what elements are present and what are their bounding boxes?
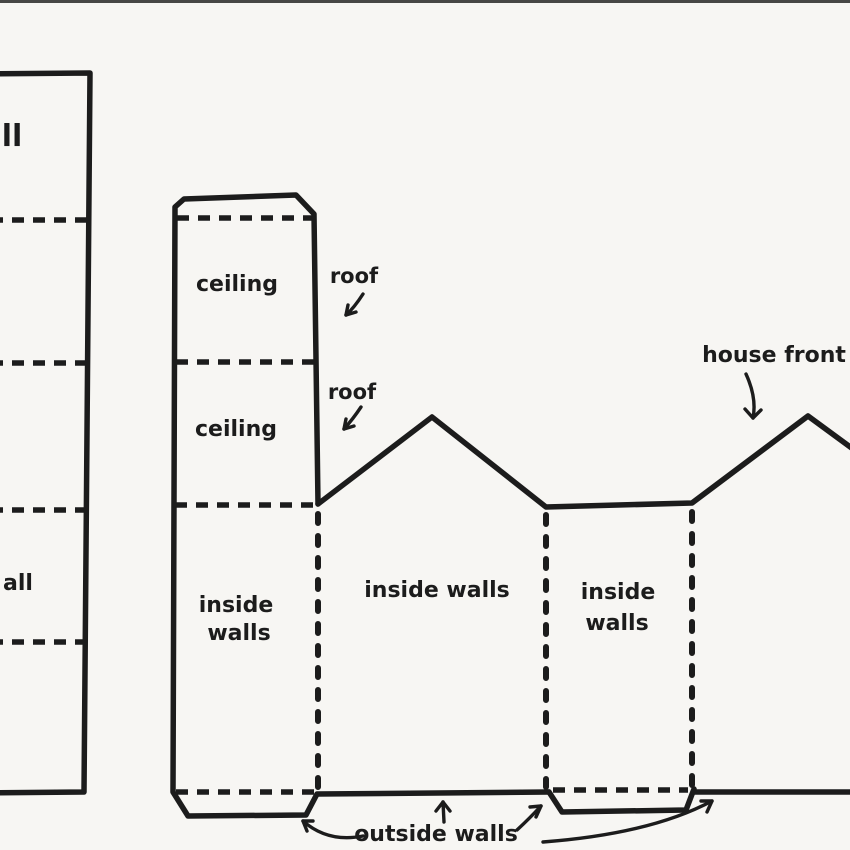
outside-walls-label: outside walls — [354, 822, 518, 847]
scan-top-edge — [0, 0, 850, 3]
house-front-arrow — [744, 372, 756, 420]
inside-walls-left-label-line1: inside — [199, 593, 274, 618]
left-wall-label-top: ll — [2, 119, 23, 154]
outside-walls-up-arrow — [441, 800, 446, 824]
left-wall-piece: ll all — [0, 70, 93, 796]
outside-walls-up-arrowhead-icon — [434, 800, 452, 813]
inside-walls-left-label-line2: walls — [207, 621, 270, 646]
annotations: roof roof house front outside walls — [301, 264, 846, 847]
ceiling-label-top: ceiling — [196, 272, 278, 297]
ceiling-strip-outline — [170, 192, 321, 819]
left-wall-outline — [0, 70, 93, 796]
roof-gables-outline — [315, 413, 850, 510]
outside-walls-long-arrow — [541, 799, 714, 844]
ceiling-strip-piece: ceiling ceiling inside walls — [170, 192, 321, 819]
outside-walls-left-arrow — [301, 819, 365, 840]
bottom-edge-left — [315, 789, 552, 797]
bottom-tab-middle — [546, 786, 697, 815]
outside-walls-long-arrowhead-icon — [699, 799, 714, 814]
house-walls-piece: inside walls inside walls — [315, 413, 850, 815]
house-front-label: house front — [702, 343, 846, 368]
roof-upper-arrowhead-icon — [344, 303, 358, 317]
outside-walls-right-arrow — [515, 804, 543, 832]
house-front-arrowhead-icon — [743, 407, 763, 420]
outside-walls-left-arrowhead-icon — [301, 819, 315, 833]
roof-lower-arrowhead-icon — [342, 417, 356, 431]
outside-walls-right-arrowhead-icon — [528, 804, 543, 819]
inside-walls-right-label-line1: inside — [581, 580, 656, 605]
ceiling-label-bottom: ceiling — [195, 417, 277, 442]
inside-walls-right-label-line2: walls — [585, 611, 648, 636]
roof-upper-label: roof — [330, 264, 379, 288]
roof-lower-label: roof — [328, 380, 377, 404]
left-wall-label-bottom: all — [3, 571, 33, 596]
inside-walls-center-label: inside walls — [364, 578, 510, 603]
